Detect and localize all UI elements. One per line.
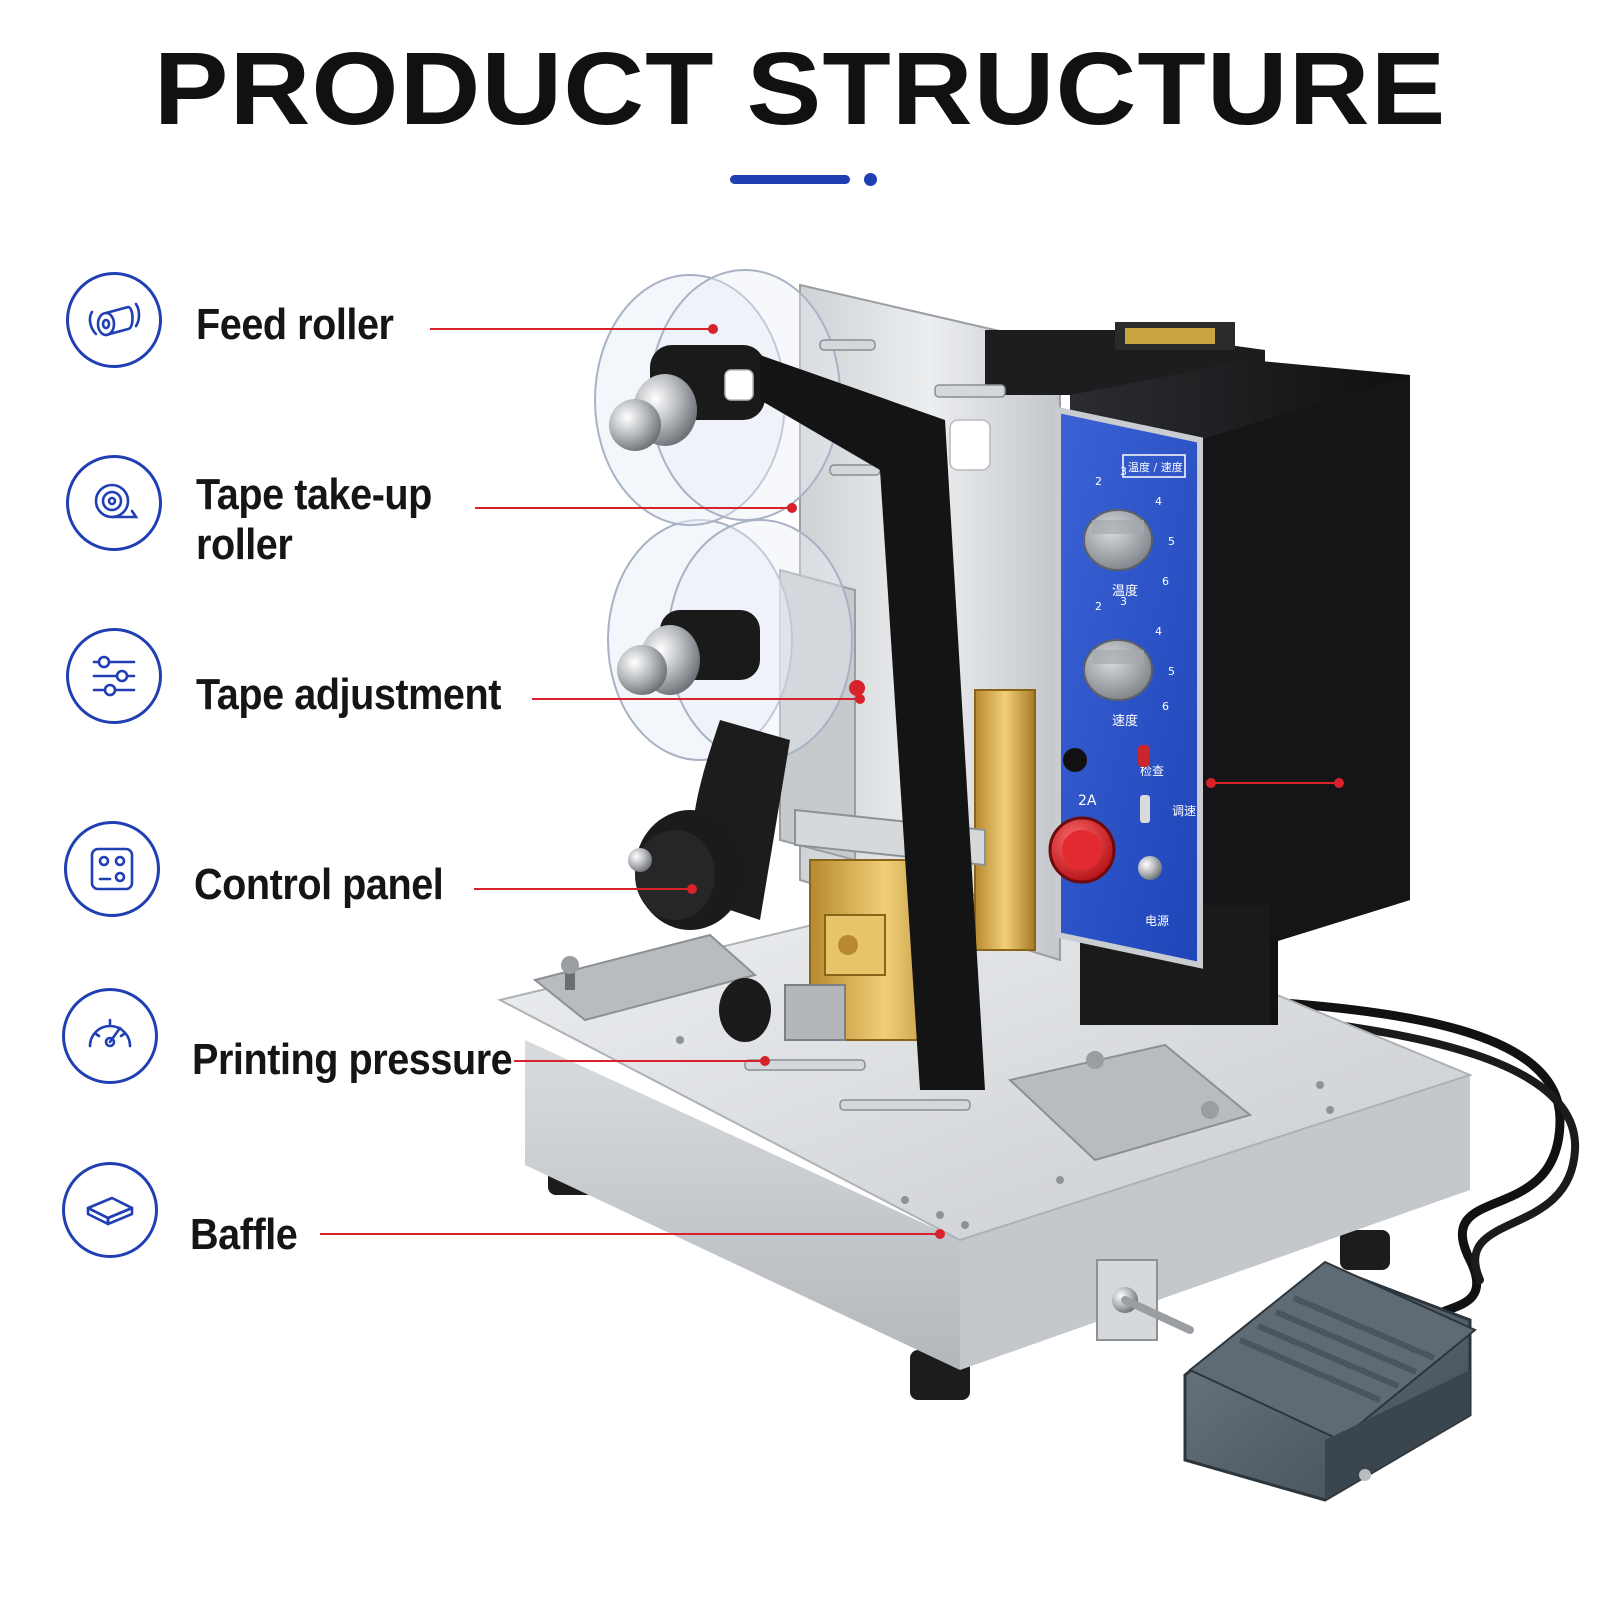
panel-header-text: 温度 / 速度 [1128, 460, 1183, 474]
leader-panel [1212, 782, 1340, 784]
sliders-icon [66, 628, 162, 724]
dial2-label: 速度 [1112, 713, 1138, 729]
base-side-front [525, 1040, 960, 1370]
foot-pedal [1183, 1260, 1477, 1502]
panel-markings: 温度 / 速度 2 3 4 5 6 温度 2 3 4 5 6 速度 2A 检查 … [1078, 454, 1196, 928]
plate-icon [62, 1162, 158, 1258]
leader-baffle [320, 1233, 938, 1235]
title-accent-dot [864, 173, 877, 186]
title-accent-bar [730, 175, 850, 184]
temperature-dial [1083, 509, 1153, 571]
leader-dot-control-panel [687, 884, 697, 894]
svg-text:5: 5 [1168, 535, 1175, 548]
leader-control-panel [474, 888, 689, 890]
label-tape-take-up-roller: Tape take-up roller [196, 470, 432, 569]
tape-adjustment-reel [607, 519, 853, 761]
feed-roller-icon [66, 272, 162, 368]
dial1-label: 温度 [1112, 583, 1138, 599]
leader-printing-pressure [514, 1060, 764, 1062]
label-tape-adjustment: Tape adjustment [196, 670, 501, 719]
svg-text:6: 6 [1162, 575, 1169, 588]
leader-dot-panel-start [1206, 778, 1216, 788]
svg-text:3: 3 [1120, 595, 1127, 608]
control-panel-icon [64, 821, 160, 917]
label-printing-pressure: Printing pressure [192, 1035, 513, 1084]
leader-dot-panel-end [1334, 778, 1344, 788]
tape-roll-icon [66, 455, 162, 551]
label-feed-roller: Feed roller [196, 300, 394, 349]
leader-dot-feed-roller [708, 324, 718, 334]
label-control-panel: Control panel [194, 860, 444, 909]
page-title: PRODUCT STRUCTURE [153, 31, 1447, 147]
svg-text:5: 5 [1168, 665, 1175, 678]
baffle-guide-left [532, 933, 758, 1022]
leader-dot-tape-take-up-roller [787, 503, 797, 513]
base-side-right [960, 1075, 1470, 1370]
leader-tape-take-up-roller [475, 507, 790, 509]
ink-ribbon [760, 355, 985, 1090]
baffle-guide-right [1007, 1043, 1253, 1162]
svg-text:4: 4 [1155, 495, 1162, 508]
label-baffle: Baffle [190, 1210, 298, 1259]
fuse-label: 2A [1078, 793, 1097, 809]
svg-text:电源: 电源 [1145, 914, 1169, 928]
leader-feed-roller [430, 328, 710, 330]
gauge-icon [62, 988, 158, 1084]
svg-text:2: 2 [1095, 600, 1102, 613]
tension-wheel [628, 810, 745, 930]
svg-text:调速: 调速 [1172, 804, 1196, 818]
leader-tape-adjustment [532, 698, 857, 700]
svg-text:3: 3 [1120, 465, 1127, 478]
leader-dot-baffle [935, 1229, 945, 1239]
svg-text:2: 2 [1095, 475, 1102, 488]
svg-text:4: 4 [1155, 625, 1162, 638]
svg-text:6: 6 [1162, 700, 1169, 713]
leader-dot-printing-pressure [760, 1056, 770, 1066]
leader-dot-tape-adjustment [855, 694, 865, 704]
speed-dial [1083, 639, 1153, 701]
power-cable [1235, 995, 1565, 1335]
